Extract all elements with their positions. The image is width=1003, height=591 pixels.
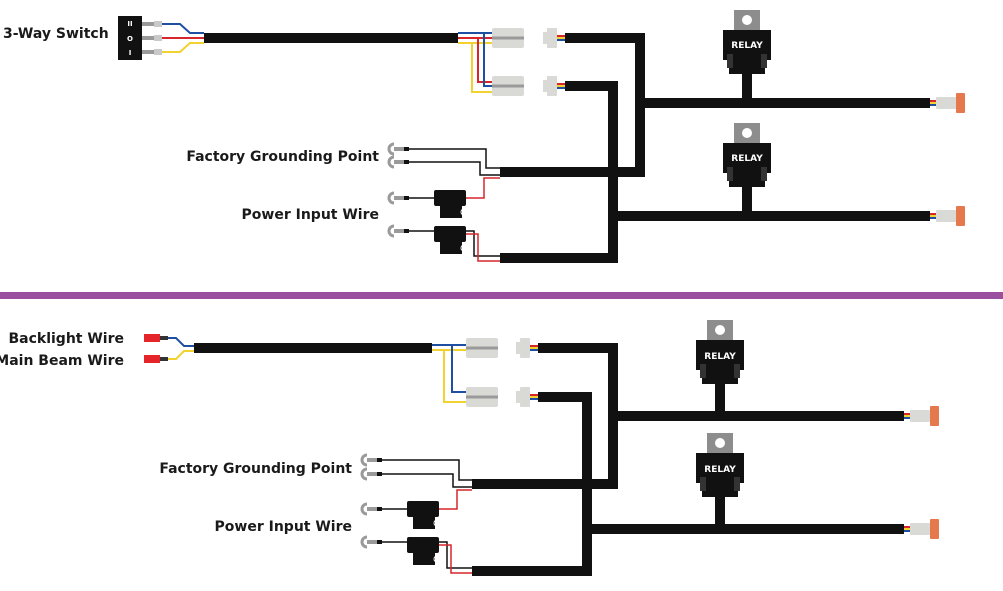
power-label: Power Input Wire: [242, 207, 379, 223]
ground-power-wires: [409, 148, 500, 262]
harness-routing: [500, 33, 930, 263]
ring-terminal-icon: [387, 224, 411, 238]
ground-label: Factory Grounding Point: [186, 149, 379, 165]
connector-plug-icon: [904, 406, 939, 426]
relay-label: RELAY: [731, 154, 763, 164]
ring-terminal-icon: [387, 155, 411, 169]
backlight-label: Backlight Wire: [8, 331, 124, 347]
relay-label: RELAY: [731, 41, 763, 51]
ground-label: Factory Grounding Point: [159, 461, 352, 477]
relay-icon: RELAY: [723, 10, 771, 74]
harness-routing: [472, 343, 904, 576]
connector-plug-icon: [930, 206, 965, 226]
section-divider: [0, 292, 1003, 299]
relay-icon: RELAY: [696, 433, 744, 497]
fuse-holder-icon: [406, 500, 441, 530]
relay-icon: RELAY: [723, 123, 771, 187]
connector-plug-icon: [466, 338, 538, 358]
main-beam-label: Main Beam Wire: [0, 353, 124, 369]
ring-terminal-icon: [360, 502, 384, 516]
connector-plug-icon: [492, 76, 565, 96]
ring-terminal-icon: [360, 467, 384, 481]
ring-terminal-icon: [387, 191, 411, 205]
connector-plug-icon: [930, 93, 965, 113]
ground-power-wires: [382, 459, 472, 574]
ring-terminal-icon: [360, 453, 384, 467]
switch-mark-1: II: [127, 20, 132, 28]
bottom-diagram: RELAY RELAY Backlight Wire Main Beam Wir…: [0, 320, 939, 576]
split-wires: [432, 344, 466, 403]
split-wires: [458, 32, 492, 93]
ring-terminal-icon: [387, 142, 411, 156]
power-label: Power Input Wire: [215, 519, 352, 535]
switch-mark-2: O: [127, 35, 133, 43]
fuse-holder-icon: [433, 225, 468, 255]
backlight-terminal: [144, 334, 168, 342]
switch-wires: [162, 23, 204, 53]
fuse-holder-icon: [433, 189, 468, 219]
top-diagram: II O I: [3, 10, 965, 263]
switch-label: 3-Way Switch: [3, 26, 109, 42]
input-wires: [168, 337, 194, 360]
relay-label: RELAY: [704, 465, 736, 475]
relay-icon: RELAY: [696, 320, 744, 384]
main-beam-terminal: [144, 355, 168, 363]
ring-terminal-icon: [360, 535, 384, 549]
toggle-switch-icon: II O I: [118, 16, 162, 60]
relay-label: RELAY: [704, 352, 736, 362]
connector-plug-icon: [466, 387, 538, 407]
connector-plug-icon: [904, 519, 939, 539]
connector-plug-icon: [492, 28, 565, 48]
fuse-holder-icon: [406, 536, 441, 566]
switch-mark-3: I: [129, 49, 132, 57]
